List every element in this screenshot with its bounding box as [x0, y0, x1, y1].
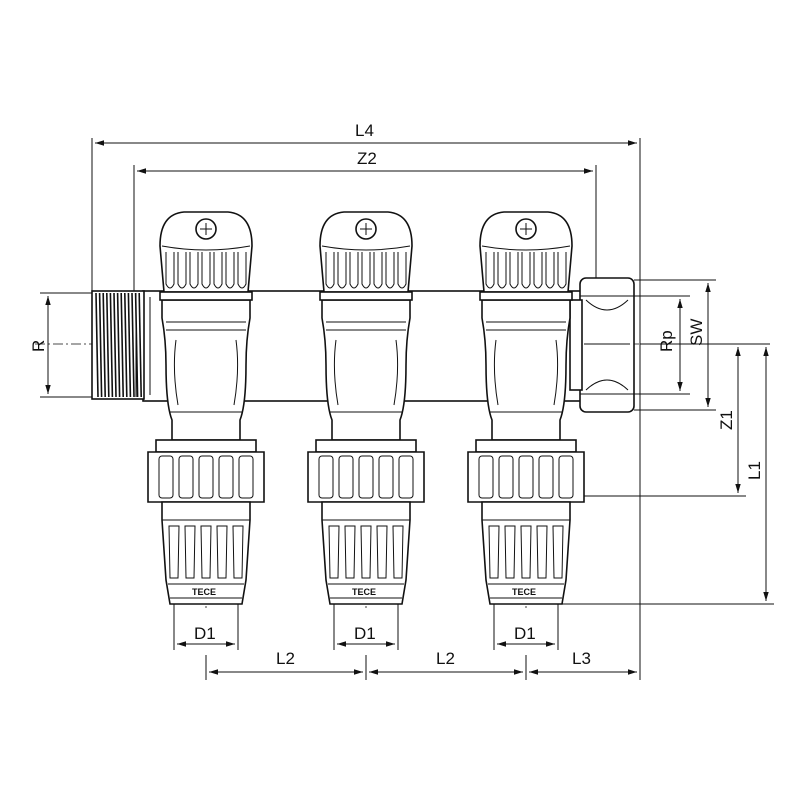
dimension-l4: L4 [91, 121, 641, 680]
fitting-collar [475, 439, 577, 453]
dimension-spacing: L2 L2 L3 [205, 649, 637, 680]
female-nut-outlet [569, 277, 635, 413]
label-z2: Z2 [357, 149, 377, 168]
dimension-z2: Z2 [133, 149, 597, 295]
label-l2-first: L2 [276, 649, 295, 668]
label-d1: D1 [514, 624, 536, 643]
label-l1: L1 [745, 461, 764, 480]
press-sleeve [161, 501, 251, 605]
fitting-nut [307, 451, 425, 503]
label-sw: SW [687, 319, 706, 346]
dimension-rp: Rp [634, 295, 690, 395]
dimension-r: R [29, 292, 92, 398]
brand-label: TECE [512, 587, 536, 597]
fitting-nut [467, 451, 585, 503]
male-thread-inlet [91, 290, 145, 400]
outlet-2: TECE D1 [307, 211, 425, 650]
outlet-1: TECE D1 [147, 211, 265, 650]
fitting-nut [147, 451, 265, 503]
label-r: R [29, 340, 48, 352]
label-d1: D1 [194, 624, 216, 643]
dimension-d1: D1 [173, 604, 239, 650]
label-l2-second: L2 [436, 649, 455, 668]
label-rp: Rp [657, 330, 676, 352]
valve-body [481, 299, 571, 441]
valve-cap-knob[interactable] [319, 211, 413, 301]
valve-body [321, 299, 411, 441]
label-l3: L3 [572, 649, 591, 668]
brand-label: TECE [192, 587, 216, 597]
label-d1: D1 [354, 624, 376, 643]
label-z1: Z1 [717, 410, 736, 430]
fitting-collar [315, 439, 417, 453]
press-sleeve [321, 501, 411, 605]
valve-body [161, 299, 251, 441]
valve-cap-knob[interactable] [159, 211, 253, 301]
brand-label: TECE [352, 587, 376, 597]
valve-cap-knob[interactable] [479, 211, 573, 301]
fitting-collar [155, 439, 257, 453]
press-sleeve [481, 501, 571, 605]
outlet-3: TECE D1 [467, 211, 585, 650]
label-l4: L4 [355, 121, 374, 140]
dimension-sw: SW [634, 279, 716, 411]
dimension-d1: D1 [333, 604, 399, 650]
dimension-l1: L1 [560, 347, 774, 605]
dimension-d1: D1 [493, 604, 559, 650]
dimension-z1: Z1 [560, 343, 770, 497]
